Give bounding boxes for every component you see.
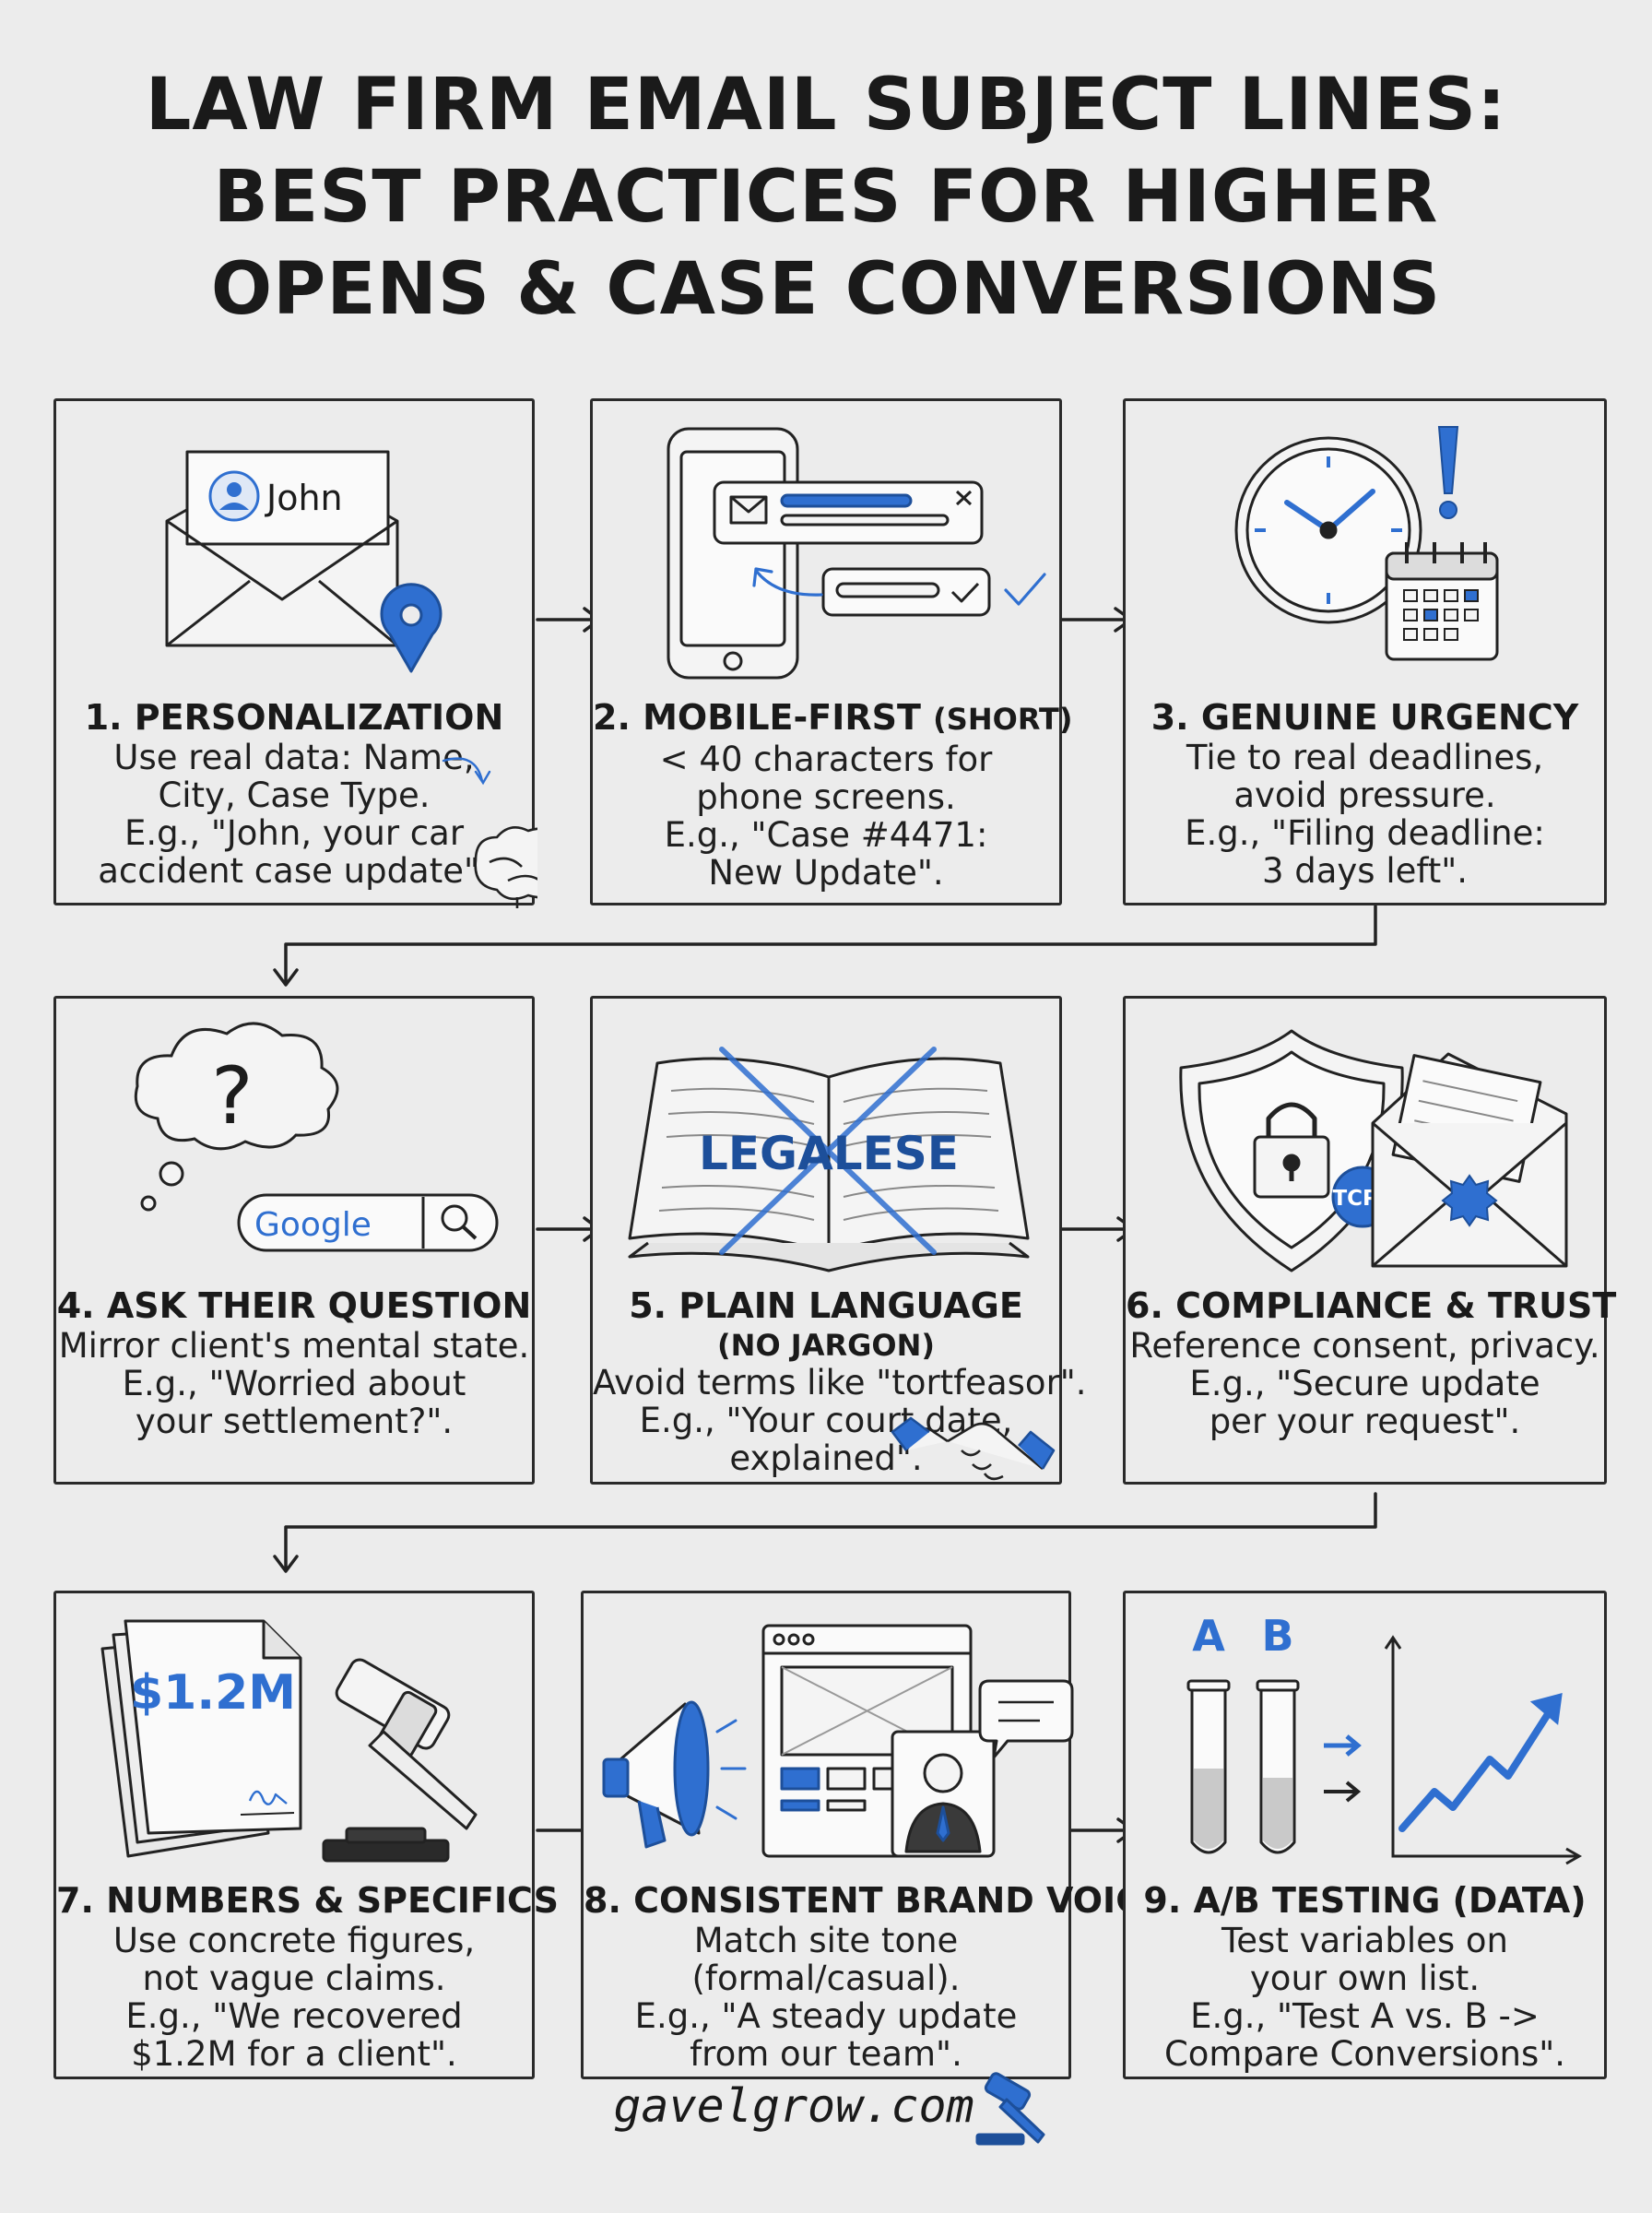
card6-body-1: Reference consent, privacy.: [1129, 1326, 1600, 1366]
chat-bubble-icon: [978, 1679, 1074, 1759]
card2-body-2: phone screens.: [696, 777, 956, 817]
search-bar-icon: [237, 1193, 499, 1252]
test-tube-icon: [1186, 1679, 1300, 1854]
card4-illustration: ? Google: [134, 1022, 499, 1252]
arrow-6-7: [273, 1492, 1377, 1573]
card3-body-3: E.g., "Filing deadline:: [1185, 813, 1545, 853]
card3-body-2: avoid pressure.: [1233, 775, 1496, 815]
card8-body-3: E.g., "A steady update: [634, 1996, 1018, 2036]
card8-body-2: (formal/casual).: [691, 1959, 961, 1998]
footer-site[interactable]: gavelgrow.com: [0, 2079, 1652, 2133]
card7-heading: 7. NUMBERS & SPECIFICS: [56, 1880, 559, 1921]
arrow-2-3: [1060, 607, 1133, 633]
card5-body-1: Avoid terms like "tortfeasor".: [593, 1363, 1087, 1402]
card3-body-4: 3 days left".: [1261, 851, 1469, 891]
card9-illustration: A B: [1186, 1611, 1583, 1865]
variant-a-label: A: [1192, 1611, 1225, 1661]
card5-body-2: E.g., "Your court date,: [639, 1401, 1013, 1440]
card3-illustration: [1234, 426, 1499, 661]
card7-body-4: $1.2M for a client".: [131, 2034, 457, 2074]
card8-heading: 8. CONSISTENT BRAND VOICE: [584, 1880, 1166, 1921]
gavel-icon: [322, 1658, 478, 1863]
card9-heading: 9. A/B TESTING (DATA): [1143, 1880, 1587, 1921]
card5-illustration: LEGALESE: [628, 1047, 1030, 1272]
card1-body-4: accident case update".: [98, 851, 490, 891]
title-line-2: BEST PRACTICES FOR HIGHER: [213, 156, 1439, 239]
page-title: LAW FIRM EMAIL SUBJECT LINES: BEST PRACT…: [0, 59, 1652, 336]
card4-body-1: Mirror client's mental state.: [58, 1326, 530, 1366]
card5-heading: 5. PLAIN LANGUAGE: [629, 1285, 1023, 1326]
card1-illustration: John: [165, 450, 442, 673]
question-mark-icon: ?: [211, 1050, 254, 1142]
card2-heading: 2. MOBILE-FIRST (SHORT): [593, 697, 1073, 738]
card8-body-4: from our team".: [690, 2034, 962, 2074]
card9-body-2: your own list.: [1249, 1959, 1481, 1998]
legalese-label: LEGALESE: [699, 1127, 959, 1180]
card-ask-their-question: ? Google 4. ASK THEIR QUESTION Mirror cl…: [53, 996, 535, 1485]
card7-body-3: E.g., "We recovered: [125, 1996, 463, 2036]
card4-body-2: E.g., "Worried about: [122, 1364, 466, 1403]
cross-out-icon: [719, 1047, 937, 1255]
card1-heading: 1. PERSONALIZATION: [84, 697, 504, 738]
title-line-1: LAW FIRM EMAIL SUBJECT LINES:: [145, 64, 1507, 147]
card1-body-2: City, Case Type.: [158, 775, 431, 815]
card9-body-4: Compare Conversions".: [1163, 2034, 1566, 2074]
card-mobile-first: 2. MOBILE-FIRST (SHORT) < 40 characters …: [590, 398, 1073, 905]
gavel-logo-icon: [975, 2072, 1045, 2146]
card-plain-language: LEGALESE 5. PLAIN LANGUAGE (NO JARGON) A…: [590, 996, 1087, 1485]
map-pin-icon: [380, 583, 442, 673]
card6-body-2: E.g., "Secure update: [1189, 1364, 1540, 1403]
card6-heading: 6. COMPLIANCE & TRUST: [1126, 1285, 1617, 1326]
card3-heading: 3. GENUINE URGENCY: [1150, 697, 1579, 738]
footer-site-link[interactable]: gavelgrow.com: [613, 2079, 974, 2133]
card-compliance-trust: TCPA 6. COMPLIANCE & TRUST Reference con…: [1123, 996, 1617, 1485]
card9-body-3: E.g., "Test A vs. B ->: [1190, 1996, 1540, 2036]
growth-chart-icon: [1391, 1639, 1577, 1858]
envelope-name-label: John: [265, 478, 343, 518]
card4-heading: 4. ASK THEIR QUESTION: [56, 1285, 532, 1326]
card8-body-1: Match site tone: [693, 1921, 959, 1960]
card9-body-1: Test variables on: [1221, 1921, 1508, 1960]
card8-illustration: [602, 1624, 1074, 1858]
card7-illustration: $1.2M: [100, 1619, 478, 1863]
card-ab-testing: A B 9. A/B TESTING (DATA) Test variables…: [1123, 1591, 1607, 2079]
card6-body-3: per your request".: [1209, 1402, 1521, 1441]
card5-heading-line2: (NO JARGON): [717, 1328, 935, 1363]
card7-body-1: Use concrete figures,: [112, 1921, 476, 1960]
card3-body-1: Tie to real deadlines,: [1186, 738, 1544, 777]
card7-body-2: not vague claims.: [142, 1959, 446, 1998]
card-genuine-urgency: 3. GENUINE URGENCY Tie to real deadlines…: [1123, 398, 1607, 905]
card-personalization: John 1. PERSONALIZATION Use real data: N…: [53, 398, 537, 908]
exclamation-icon: [1437, 426, 1459, 519]
card2-heading-suffix: (SHORT): [933, 702, 1073, 737]
card2-illustration: [667, 427, 1046, 680]
amount-label: $1.2M: [130, 1665, 296, 1721]
card1-body-3: E.g., "John, your car: [124, 813, 465, 853]
card4-body-3: your settlement?".: [135, 1402, 454, 1441]
card6-illustration: TCPA: [1179, 1029, 1568, 1272]
google-label: Google: [254, 1206, 372, 1244]
thought-cloud-icon: [134, 1022, 339, 1151]
card-numbers-specifics: $1.2M 7. NUMBERS & SPECIFICS Use concret…: [53, 1591, 559, 2079]
variant-b-label: B: [1261, 1611, 1293, 1661]
card2-body-1: < 40 characters for: [659, 740, 993, 779]
card-brand-voice: 8. CONSISTENT BRAND VOICE Match site ton…: [581, 1591, 1166, 2079]
card2-body-3: E.g., "Case #4471:: [664, 815, 988, 855]
card1-body-1: Use real data: Name,: [113, 738, 475, 777]
checkmark-icon: [1004, 573, 1046, 606]
card5-body-3: explained".: [729, 1438, 923, 1478]
title-line-3: OPENS & CASE CONVERSIONS: [210, 248, 1442, 331]
card2-body-4: New Update".: [708, 853, 944, 893]
arrow-3-4: [273, 905, 1377, 987]
